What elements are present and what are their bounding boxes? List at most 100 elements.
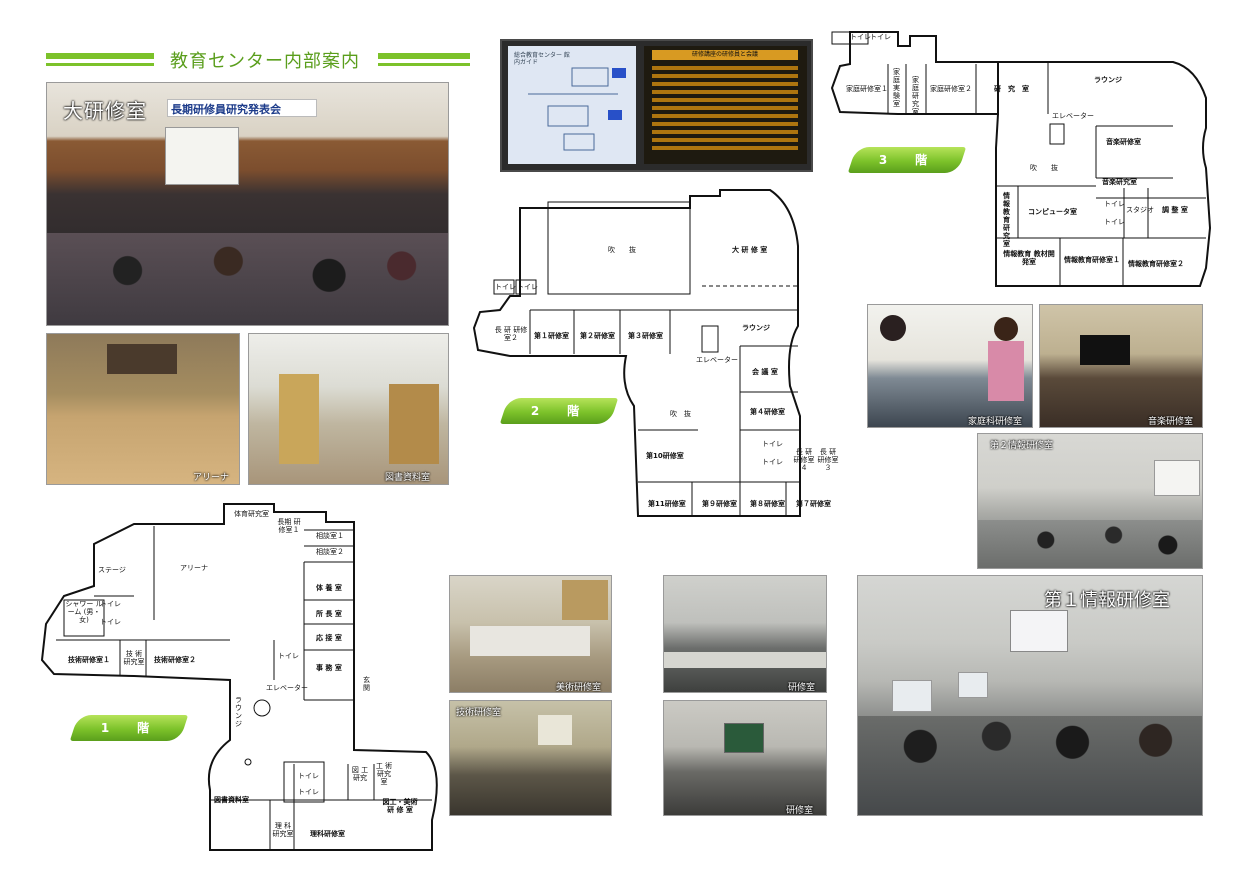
floor3-plan: トイレ トイレ 家庭研修室１ 家 庭 実験室 家 庭 研究室 家庭研修室２ 研 … [828,28,1220,290]
f3-lounge: ラウンジ [1094,76,1122,84]
art-label: 美術研修室 [556,683,602,693]
f1-stage: ステージ [98,566,126,574]
f1-shower: シャワー ルーム (男・女) [65,600,103,624]
f3-research: 研 究 室 [994,85,1029,93]
f2-elevator: エレベーター [696,356,738,364]
f1-arena: アリーナ [180,564,208,572]
f1-consult1: 相談室１ [316,532,344,540]
f1-library: 図書資料室 [214,796,249,804]
f1-tech-training1: 技術研修室１ [68,656,110,664]
floor2-badge: 2 階 [499,398,619,424]
f2-training9: 第９研修室 [702,500,737,508]
info2-label: 第２情報研修室 [990,441,1054,451]
f2-atrium: 吹 抜 [670,410,691,418]
floor2-badge-label: 2 階 [530,404,588,418]
header-bar-left [46,53,154,59]
f1-pe-research: 体育研究室 [234,510,269,518]
photo-home-econ: 家庭科研修室 [867,304,1033,428]
info-monitor: 総合教育センター 館内ガイド 研修講座の研修員と会議 [500,39,813,172]
f1-gym-storage: 体 養 室 [316,584,342,592]
f1-reception: 応 接 室 [316,634,342,642]
f3-atrium: 吹 抜 [1030,164,1058,172]
f2-training3: 第３研修室 [628,332,663,340]
f1-long-training1: 長期 研修室１ [277,518,301,534]
floor3-badge: 3 階 [847,147,967,173]
floor2-plan: 吹 抜 大 研 修 室 トイレ トイレ 長 研 研修室２ 第１研修室 第２研修室… [470,186,862,524]
page-title: 教育センター内部案内 [170,51,360,72]
f2-training7: 第７研修室 [796,500,831,508]
f2-training11: 第11研修室 [648,500,686,508]
info1-label: 第１情報研修室 [1044,590,1170,611]
f2-toilet-d: トイレ [762,458,783,466]
f1-elevator: エレベーター [266,684,308,692]
training-b-label: 研修室 [786,806,814,816]
f2-training2: 第２研修室 [580,332,615,340]
f1-tech-training2: 技術研修室２ [154,656,196,664]
header-bar-right [378,53,470,59]
f2-toilet-b: トイレ [517,283,538,291]
photo-tech: 技術研修室 [449,700,612,816]
f2-training1: 第１研修室 [534,332,569,340]
photo-info2: 第２情報研修室 [977,433,1203,569]
header-bar-left-thin [46,63,154,66]
f2-atrium-top: 吹 抜 [608,246,636,254]
floor1-badge: 1 階 [69,715,189,741]
f3-info-material: 情報教育 教材開発室 [1003,250,1055,266]
f2-toilet-c: トイレ [762,440,783,448]
training-a-label: 研修室 [788,683,816,693]
f2-large-training: 大 研 修 室 [732,246,768,254]
monitor-guide-screen: 総合教育センター 館内ガイド [508,46,636,164]
f1-tech-research2: 工 術 研究室 [375,762,393,786]
photo-training-b: 研修室 [663,700,827,816]
f3-home-research: 家 庭 研究室 [912,76,919,116]
f2-meeting: 会 議 室 [752,368,778,376]
f2-long-training4: 長 研 研修室４ [793,448,815,472]
f1-toilet-c: トイレ [278,652,299,660]
f3-toilet-c: トイレ [1104,200,1125,208]
f1-toilet-d: トイレ [298,772,319,780]
home-econ-label: 家庭科研修室 [968,417,1023,427]
photo-main-hall: 長期研修員研究発表会 大研修室 [46,82,449,326]
f3-elevator: エレベーター [1052,112,1094,120]
header-bar-right-thin [378,63,470,66]
f3-control: 調 整 室 [1162,206,1188,214]
f2-training10: 第10研修室 [646,452,684,460]
f3-toilet-d: トイレ [1104,218,1125,226]
f3-home-training1: 家庭研修室１ [846,85,888,93]
f1-toilet-e: トイレ [298,788,319,796]
f1-office: 事 務 室 [316,664,342,672]
f1-consult2: 相談室２ [316,548,344,556]
f1-tech-research: 技 術 研究室 [123,650,145,666]
f2-long-training2: 長 研 研修室２ [494,326,528,342]
f1-science-research: 理 科 研究室 [272,822,294,838]
photo-training-a: 研修室 [663,575,827,693]
f3-toilet-a: トイレ [850,33,871,41]
photo-info1: 第１情報研修室 [857,575,1203,816]
f1-toilet-b: トイレ [100,618,121,626]
floor1-plan: 体育研究室 長期 研修室１ 相談室１ 相談室２ アリーナ ステージ 体 養 室 … [34,500,444,860]
f1-toilet-a: トイレ [100,600,121,608]
floor3-badge-label: 3 階 [878,153,936,167]
f3-home-lab: 家 庭 実験室 [893,68,900,108]
main-hall-label: 大研修室 [63,99,147,123]
f2-training4: 第４研修室 [750,408,785,416]
f1-art-training: 図工・美術 研 修 室 [382,798,418,814]
monitor-schedule-screen: 研修講座の研修員と会議 [644,46,807,164]
monitor-schedule-title: 研修講座の研修員と会議 [652,50,798,60]
f3-studio: スタジオ [1126,206,1154,214]
f3-home-training2: 家庭研修室２ [930,85,972,93]
f3-toilet-b: トイレ [870,33,891,41]
f2-lounge: ラウンジ [742,324,770,332]
f2-long-training3: 長 研 研修室３ [817,448,839,472]
library-label: 図書資料室 [385,473,431,483]
f3-music-training: 音楽研修室 [1106,138,1141,146]
photo-arena: アリーナ [46,333,240,485]
f3-info-training2: 情報教育研修室２ [1128,260,1184,268]
arena-label: アリーナ [193,473,230,483]
photo-library: 図書資料室 [248,333,449,485]
f1-science-training: 理科研修室 [310,830,345,838]
f3-music-research: 音楽研究室 [1102,178,1137,186]
f3-info-research: 情 報 教 育 研究室 [1003,192,1010,248]
photo-art: 美術研修室 [449,575,612,693]
f1-lounge: ラウンジ [235,696,242,728]
